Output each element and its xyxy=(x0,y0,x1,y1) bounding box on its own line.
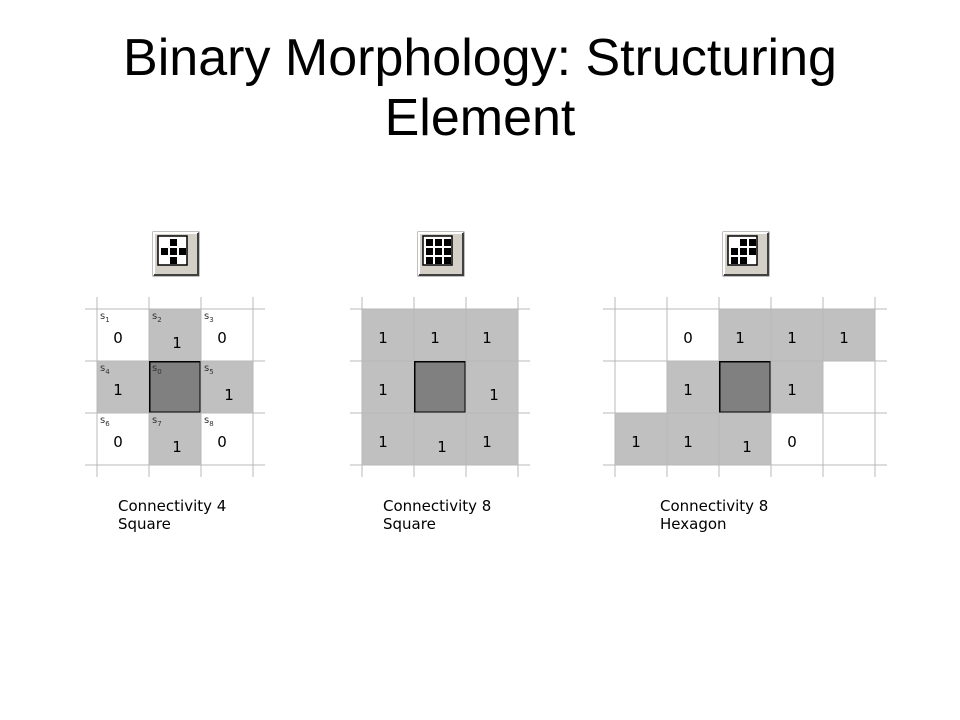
structuring-element-square-icon xyxy=(417,231,465,277)
structuring-cell: 1 s5 xyxy=(200,360,254,414)
structuring-cell: 0 xyxy=(770,412,824,466)
cell-value: 0 xyxy=(113,329,123,347)
cell-value: 0 xyxy=(787,433,797,451)
structuring-cell: 1 xyxy=(666,360,720,414)
cell-value: 1 xyxy=(489,386,499,404)
caption-line1: Connectivity 8 xyxy=(383,497,491,515)
structuring-element-hexagon-icon xyxy=(722,231,770,277)
slide-title-line1: Binary Morphology: Structuring xyxy=(123,29,837,87)
cell-value: 1 xyxy=(437,438,447,456)
center-cell xyxy=(718,360,772,414)
structuring-cell: 1 s2 xyxy=(148,308,202,362)
caption-line2: Square xyxy=(383,515,436,533)
caption-line1: Connectivity 4 xyxy=(118,497,226,515)
caption-line1: Connectivity 8 xyxy=(660,497,768,515)
cell-value: 0 xyxy=(683,329,693,347)
cell-value: 1 xyxy=(378,329,388,347)
structuring-cell: 1 xyxy=(413,308,467,362)
structuring-element-cross-icon xyxy=(152,231,200,277)
cell-value: 0 xyxy=(217,433,227,451)
center-cell xyxy=(413,360,467,414)
structuring-cell: 1 xyxy=(770,360,824,414)
structuring-cell: 1 xyxy=(413,412,467,466)
cell-value: 1 xyxy=(378,381,388,399)
structuring-cell: 1 xyxy=(770,308,824,362)
cell-index-label: s0 xyxy=(152,363,162,376)
structuring-cell: 1 s7 xyxy=(148,412,202,466)
cell-index-label: s5 xyxy=(204,363,214,376)
cell-value: 1 xyxy=(742,438,752,456)
caption-line2: Square xyxy=(118,515,171,533)
structuring-cell: 1 xyxy=(361,412,415,466)
cell-value: 1 xyxy=(172,334,182,352)
structuring-cell: 1 xyxy=(465,360,519,414)
center-cell: s0 xyxy=(148,360,202,414)
cell-value: 1 xyxy=(839,329,849,347)
cell-value: 1 xyxy=(787,381,797,399)
structuring-cell: 1 xyxy=(718,308,772,362)
cell-index-label: s7 xyxy=(152,415,162,428)
structuring-cell: 0s8 xyxy=(200,412,254,466)
cell-value: 1 xyxy=(113,381,123,399)
structuring-cell: 1 xyxy=(361,360,415,414)
cell-index-label: s6 xyxy=(100,415,110,428)
structuring-cell: 1 xyxy=(822,308,876,362)
cell-value: 1 xyxy=(683,433,693,451)
cell-value: 1 xyxy=(482,329,492,347)
structuring-cell: 0 xyxy=(666,308,720,362)
cell-value: 1 xyxy=(683,381,693,399)
cell-value: 1 xyxy=(224,386,234,404)
cell-index-label: s4 xyxy=(100,363,110,376)
cell-index-label: s1 xyxy=(100,311,110,324)
structuring-cell: 0s1 xyxy=(96,308,150,362)
cell-index-label: s8 xyxy=(204,415,214,428)
structuring-cell: 0s3 xyxy=(200,308,254,362)
cell-index-label: s3 xyxy=(204,311,214,324)
structuring-cell: 1 xyxy=(718,412,772,466)
structuring-cell: 1 xyxy=(361,308,415,362)
cell-index-label: s2 xyxy=(152,311,162,324)
cell-value: 1 xyxy=(787,329,797,347)
caption-line2: Hexagon xyxy=(660,515,727,533)
structuring-cell: 1s4 xyxy=(96,360,150,414)
cell-value: 1 xyxy=(735,329,745,347)
cell-value: 0 xyxy=(113,433,123,451)
cell-value: 1 xyxy=(631,433,641,451)
structuring-cell: 1 xyxy=(465,308,519,362)
structuring-cell: 1 xyxy=(666,412,720,466)
cell-value: 1 xyxy=(430,329,440,347)
cell-value: 1 xyxy=(172,438,182,456)
structuring-cell: 0s6 xyxy=(96,412,150,466)
slide-title: Binary Morphology: Structuring Element xyxy=(0,28,960,148)
slide-title-line2: Element xyxy=(384,89,576,147)
structuring-cell: 1 xyxy=(614,412,668,466)
cell-value: 1 xyxy=(378,433,388,451)
structuring-cell: 1 xyxy=(465,412,519,466)
cell-value: 0 xyxy=(217,329,227,347)
cell-value: 1 xyxy=(482,433,492,451)
